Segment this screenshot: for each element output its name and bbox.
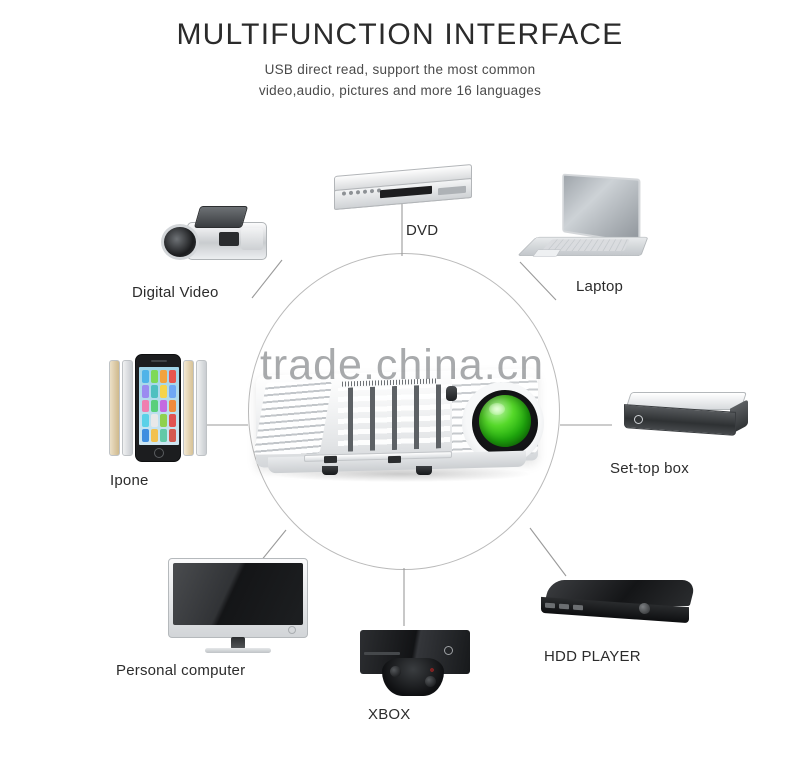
projector-port-left [324, 455, 337, 464]
projector-foot-left [322, 466, 338, 475]
node-label-digital-video: Digital Video [132, 284, 219, 301]
set-top-box-image [620, 388, 752, 444]
dvd-player-image [328, 162, 478, 218]
node-label-dvd: DVD [406, 222, 439, 239]
subtitle-line-1: USB direct read, support the most common [264, 62, 536, 77]
node-ipone[interactable]: Ipone [88, 352, 228, 489]
xbox-console-image [352, 628, 478, 700]
projector-vent-holes [338, 384, 450, 452]
projector-vent-fins [253, 381, 333, 455]
node-label-laptop: Laptop [576, 278, 624, 295]
node-digital-video[interactable]: Digital Video [130, 202, 300, 301]
projector-foot-right [416, 466, 432, 475]
camcorder-image [157, 202, 273, 270]
node-hdd-player[interactable]: HDD PLAYER [518, 578, 718, 665]
node-label-hdd-player: HDD PLAYER [544, 648, 641, 665]
page-title: MULTIFUNCTION INTERFACE [176, 18, 624, 51]
projector-focus-knob [446, 385, 457, 402]
projector-port-right [388, 455, 401, 464]
iphone-image [105, 352, 211, 464]
node-xbox[interactable]: XBOX [340, 628, 490, 723]
projector-image [246, 362, 558, 487]
node-dvd[interactable]: DVD [318, 162, 488, 239]
node-set-top-box[interactable]: Set-top box [606, 388, 766, 477]
monitor-image [168, 558, 308, 654]
subtitle-line-2: video,audio, pictures and more 16 langua… [258, 82, 542, 98]
hdd-player-image [537, 578, 699, 634]
node-personal-computer[interactable]: Personal computer [116, 558, 338, 679]
page-subtitle: USB direct read, support the most common… [0, 60, 800, 102]
node-label-ipone: Ipone [110, 472, 149, 489]
laptop-image [516, 173, 653, 280]
node-laptop[interactable]: Laptop [502, 173, 672, 295]
projector-lens-glass [479, 395, 531, 447]
node-label-set-top-box: Set-top box [610, 460, 689, 477]
node-label-personal-computer: Personal computer [116, 662, 246, 679]
connector-hdd-player [529, 527, 567, 577]
node-label-xbox: XBOX [368, 706, 411, 723]
infographic-header: MULTIFUNCTION INTERFACE USB direct read,… [0, 0, 800, 102]
